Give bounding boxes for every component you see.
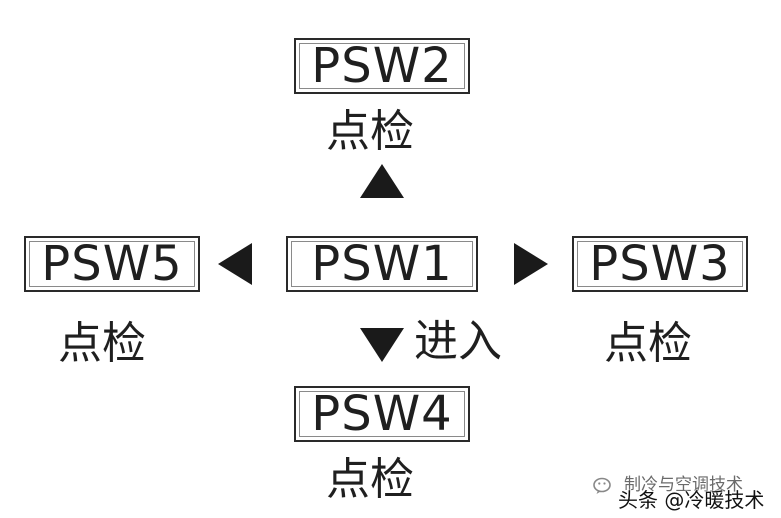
psw5-label: PSW5 (41, 236, 183, 292)
arrow-up-icon (360, 164, 404, 198)
watermark: 制冷与空调技术 头条 @冷暖技术 (592, 470, 777, 512)
psw2-box: PSW2 (294, 38, 470, 94)
psw4-label: PSW4 (311, 386, 453, 442)
watermark-line1: 制冷与空调技术 (624, 475, 743, 495)
psw3-caption: 点检 (604, 318, 692, 369)
psw2-label: PSW2 (311, 38, 453, 94)
psw5-caption: 点检 (58, 318, 146, 369)
wechat-icon (593, 477, 611, 494)
psw2-caption: 点检 (326, 106, 414, 157)
arrow-down-icon (360, 328, 404, 362)
psw4-caption: 点检 (326, 454, 414, 505)
psw1-box: PSW1 (286, 236, 478, 292)
enter-label: 进入 (414, 316, 502, 367)
watermark-line2: 头条 @冷暖技术 (618, 488, 765, 512)
psw5-box: PSW5 (24, 236, 200, 292)
arrow-right-icon (514, 243, 548, 285)
arrow-left-icon (218, 243, 252, 285)
psw1-label: PSW1 (311, 236, 453, 292)
psw4-box: PSW4 (294, 386, 470, 442)
psw3-label: PSW3 (589, 236, 731, 292)
psw3-box: PSW3 (572, 236, 748, 292)
